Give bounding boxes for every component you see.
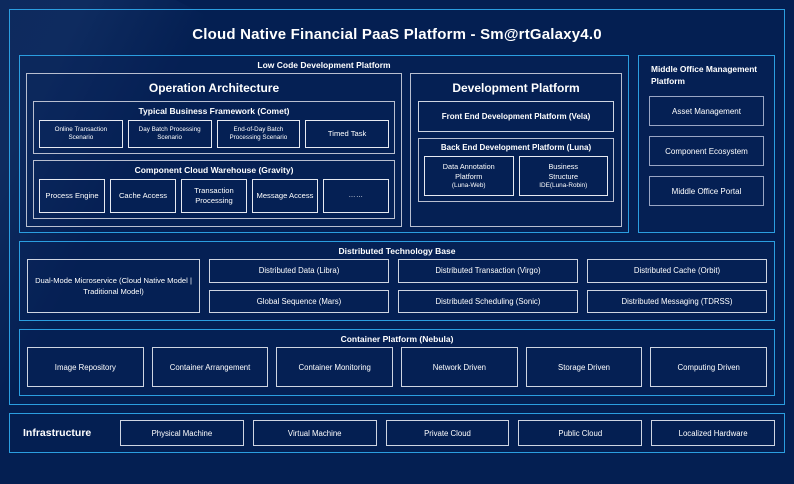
distributed-column-1: Distributed Data (Libra) Global Sequence… <box>209 259 389 313</box>
chip-computing-driven[interactable]: Computing Driven <box>650 347 768 387</box>
panel-container-platform: Container Platform (Nebula) Image Reposi… <box>19 329 775 396</box>
development-platform-title: Development Platform <box>452 81 580 95</box>
chip-container-monitoring[interactable]: Container Monitoring <box>276 347 394 387</box>
chip-business-structure-ide[interactable]: Business Structure IDE(Luna-Robin) <box>518 156 608 196</box>
component-cloud-warehouse-items: Process Engine Cache Access Transaction … <box>39 179 389 213</box>
middle-office-title: Middle Office Management Platform <box>651 64 758 87</box>
chip-global-sequence[interactable]: Global Sequence (Mars) <box>209 289 389 313</box>
back-end-items: Data Annotation Platform (Luna-Web) Busi… <box>424 156 608 196</box>
platform-outer-frame: Cloud Native Financial PaaS Platform - S… <box>9 9 785 405</box>
distributed-column-3: Distributed Cache (Orbit) Distributed Me… <box>587 259 767 313</box>
chip-transaction-processing[interactable]: Transaction Processing <box>181 179 247 213</box>
operation-architecture-title: Operation Architecture <box>148 81 280 95</box>
chip-online-transaction-scenario[interactable]: Online Transaction Scenario <box>39 120 123 148</box>
panel-development-platform: Development Platform Front End Developme… <box>410 73 622 227</box>
chip-image-repository[interactable]: Image Repository <box>27 347 144 387</box>
distributed-technology-base-title: Distributed Technology Base <box>338 246 456 256</box>
business-structure-line-2: Structure <box>548 171 579 181</box>
panel-middle-office-management-platform: Middle Office Management Platform Asset … <box>638 55 775 233</box>
chip-end-of-day-batch-processing-scenario[interactable]: End-of-Day Batch Processing Scenario <box>216 120 301 148</box>
container-platform-items: Image Repository Container Arrangement C… <box>27 347 768 387</box>
low-code-title: Low Code Development Platform <box>257 60 391 70</box>
chip-process-engine[interactable]: Process Engine <box>39 179 105 213</box>
chip-virtual-machine[interactable]: Virtual Machine <box>252 420 377 446</box>
panel-infrastructure: Infrastructure Physical Machine Virtual … <box>9 413 785 453</box>
top-region: Low Code Development Platform Operation … <box>19 55 775 233</box>
chip-dual-mode-microservice[interactable]: Dual-Mode Microservice (Cloud Native Mod… <box>27 259 200 313</box>
chip-component-ecosystem[interactable]: Component Ecosystem <box>649 136 764 167</box>
group-back-end-development-platform: Back End Development Platform (Luna) Dat… <box>418 138 614 202</box>
business-structure-line-3: IDE(Luna-Robin) <box>539 181 588 189</box>
chip-private-cloud[interactable]: Private Cloud <box>385 420 510 446</box>
chip-network-driven[interactable]: Network Driven <box>401 347 518 387</box>
chip-middle-office-portal[interactable]: Middle Office Portal <box>649 176 764 207</box>
chip-data-annotation-platform[interactable]: Data Annotation Platform (Luna-Web) <box>424 156 514 196</box>
chip-physical-machine[interactable]: Physical Machine <box>120 420 244 446</box>
chip-distributed-messaging[interactable]: Distributed Messaging (TDRSS) <box>587 289 767 313</box>
typical-business-framework-title: Typical Business Framework (Comet) <box>138 106 290 116</box>
page-title: Cloud Native Financial PaaS Platform - S… <box>192 26 602 43</box>
group-component-cloud-warehouse: Component Cloud Warehouse (Gravity) Proc… <box>33 160 395 219</box>
panel-operation-architecture: Operation Architecture Typical Business … <box>26 73 402 227</box>
distributed-technology-base-grid: Dual-Mode Microservice (Cloud Native Mod… <box>27 259 767 313</box>
panel-distributed-technology-base: Distributed Technology Base Dual-Mode Mi… <box>19 241 775 321</box>
chip-message-access[interactable]: Message Access <box>252 179 318 213</box>
chip-container-arrangement[interactable]: Container Arrangement <box>151 347 269 387</box>
chip-asset-management[interactable]: Asset Management <box>649 96 764 127</box>
chip-timed-task[interactable]: Timed Task <box>305 120 389 148</box>
chip-distributed-cache[interactable]: Distributed Cache (Orbit) <box>587 259 767 283</box>
low-code-columns: Operation Architecture Typical Business … <box>26 73 622 227</box>
chip-distributed-transaction[interactable]: Distributed Transaction (Virgo) <box>398 259 578 283</box>
ellipsis-label: …… <box>348 192 364 200</box>
chip-public-cloud[interactable]: Public Cloud <box>518 420 643 446</box>
chip-storage-driven[interactable]: Storage Driven <box>525 347 643 387</box>
panel-low-code-development-platform: Low Code Development Platform Operation … <box>19 55 629 233</box>
distributed-column-2: Distributed Transaction (Virgo) Distribu… <box>398 259 578 313</box>
data-annotation-line-1: Data Annotation <box>442 161 495 171</box>
chip-day-batch-processing-scenario[interactable]: Day Batch Processing Scenario <box>127 120 212 148</box>
chip-front-end-development-platform[interactable]: Front End Development Platform (Vela) <box>418 101 614 132</box>
chip-more-ellipsis[interactable]: …… <box>323 179 389 213</box>
chip-distributed-scheduling[interactable]: Distributed Scheduling (Sonic) <box>398 289 578 313</box>
group-typical-business-framework: Typical Business Framework (Comet) Onlin… <box>33 101 395 154</box>
container-platform-title: Container Platform (Nebula) <box>340 334 454 344</box>
component-cloud-warehouse-title: Component Cloud Warehouse (Gravity) <box>134 165 294 175</box>
back-end-development-platform-title: Back End Development Platform (Luna) <box>440 143 592 152</box>
chip-localized-hardware[interactable]: Localized Hardware <box>651 420 775 446</box>
data-annotation-line-3: (Luna-Web) <box>451 181 486 189</box>
typical-business-framework-items: Online Transaction Scenario Day Batch Pr… <box>39 120 389 148</box>
chip-cache-access[interactable]: Cache Access <box>110 179 176 213</box>
chip-distributed-data[interactable]: Distributed Data (Libra) <box>209 259 389 283</box>
business-structure-line-1: Business <box>548 161 579 171</box>
infrastructure-label: Infrastructure <box>23 427 92 439</box>
data-annotation-line-2: Platform <box>455 171 483 181</box>
